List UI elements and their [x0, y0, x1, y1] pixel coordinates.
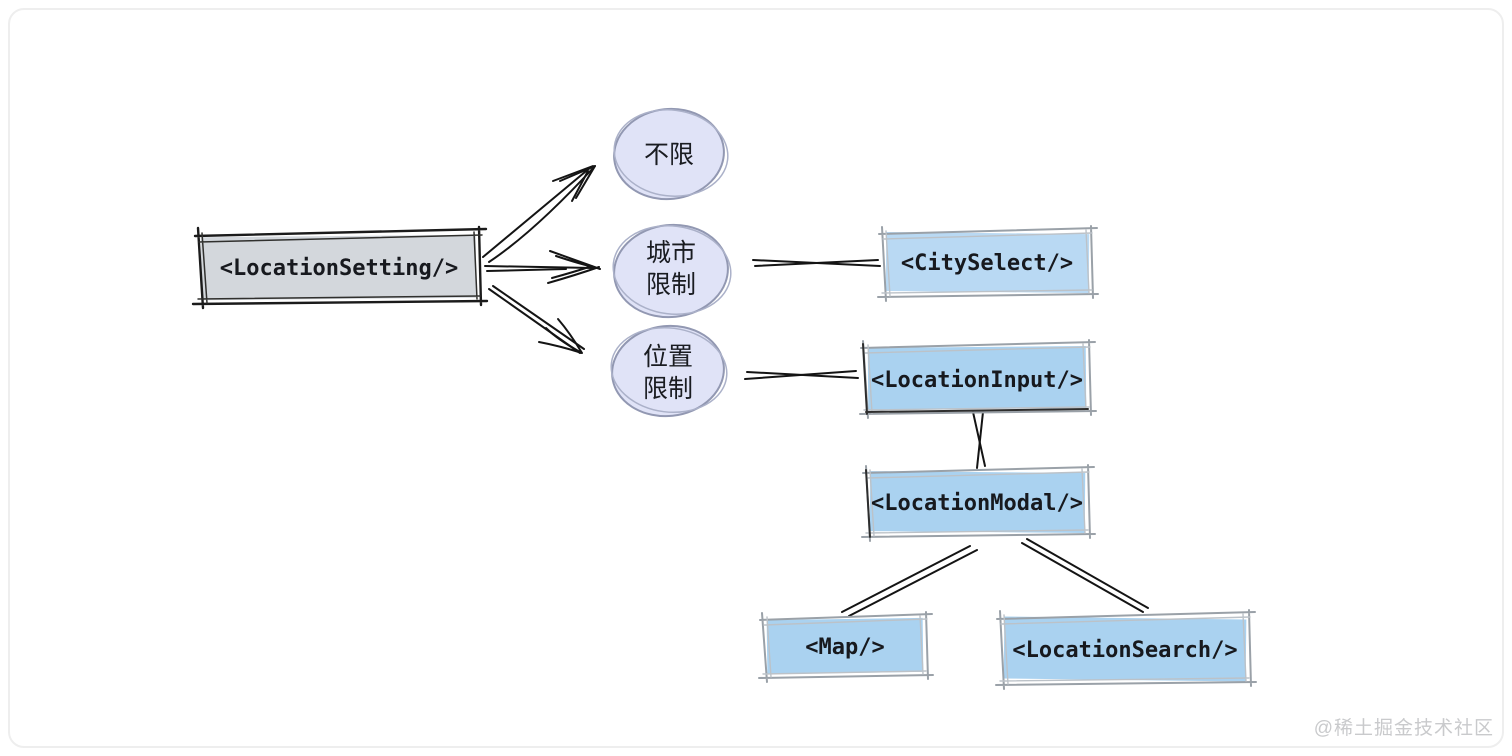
arrow-to-city-limit — [484, 250, 601, 284]
arrow-to-location-limit-shaft2 — [492, 285, 585, 350]
ellipse-option-city-limit-label-line2: 限制 — [646, 271, 696, 299]
node-location-modal: <LocationModal/> — [861, 464, 1096, 542]
node-city-select-outline — [877, 225, 1099, 302]
node-location-setting-outline — [191, 225, 489, 310]
node-city-select-fill — [885, 231, 1090, 294]
node-location-search-label: <LocationSearch/> — [1012, 638, 1237, 663]
node-location-input-accent-stroke — [862, 343, 1089, 415]
ellipse-option-unlimited-label: 不限 — [644, 141, 694, 169]
arrow-to-unlimited-stroke — [552, 165, 594, 182]
edge-locationinput-to-locationmodal — [972, 411, 986, 469]
edge-stroke — [848, 549, 978, 617]
edge-locationmodal-to-locationsearch — [1021, 538, 1149, 613]
node-city-select: <CitySelect/> — [877, 225, 1099, 302]
node-map: <Map/> — [758, 611, 934, 683]
edge-stroke — [754, 259, 879, 267]
node-location-input-outline — [859, 339, 1097, 419]
node-location-setting-label: <LocationSetting/> — [220, 256, 458, 281]
arrow-to-unlimited — [482, 165, 596, 263]
arrow-to-city-limit-head — [547, 250, 601, 284]
arrow-to-location-limit — [488, 285, 585, 354]
ellipse-option-unlimited: 不限 — [613, 107, 729, 201]
arrow-to-unlimited-shaft2 — [488, 165, 596, 263]
node-location-modal-outline2 — [865, 468, 1090, 537]
node-location-modal-accent-stroke — [865, 469, 871, 538]
node-location-setting: <LocationSetting/> — [191, 225, 489, 310]
edge-locationmodal-to-map — [841, 545, 978, 617]
ellipse-option-location-limit-label-line2: 限制 — [643, 375, 693, 403]
node-location-modal-fill — [869, 471, 1086, 533]
ellipse-option-city-limit: 城市 限制 — [612, 223, 732, 319]
arrow-to-unlimited-head — [559, 165, 596, 202]
node-location-input-fill — [867, 346, 1087, 410]
ellipse-option-unlimited-outline2 — [613, 109, 729, 197]
ellipse-option-location-limit-outline2 — [610, 326, 728, 414]
edge-location-limit-to-locationinput — [744, 370, 859, 380]
edge-stroke — [841, 545, 971, 613]
edge-stroke — [976, 411, 984, 469]
edge-stroke — [1021, 542, 1144, 613]
node-location-input: <LocationInput/> — [859, 339, 1097, 419]
arrow-to-city-limit-shaft2 — [486, 268, 567, 272]
node-city-select-label: <CitySelect/> — [901, 251, 1073, 276]
ellipse-option-location-limit-fill — [611, 324, 725, 418]
ellipse-option-city-limit-label-line1: 城市 — [646, 239, 696, 267]
node-location-search-fill — [1003, 616, 1247, 682]
ellipse-option-location-limit-label-line1: 位置 — [643, 343, 693, 371]
node-location-input-outline2 — [863, 343, 1091, 414]
node-location-modal-label: <LocationModal/> — [871, 491, 1083, 516]
edge-stroke — [744, 370, 857, 380]
edge-city-limit-to-cityselect — [752, 259, 881, 267]
node-map-outline2 — [762, 615, 928, 678]
watermark: @稀土掘金技术社区 — [1313, 718, 1494, 739]
node-map-outline — [758, 611, 934, 683]
node-map-fill — [766, 617, 924, 675]
arrow-to-unlimited-shaft — [482, 166, 592, 258]
ellipse-option-city-limit-outline2 — [612, 224, 732, 316]
node-location-setting-fill — [200, 234, 477, 301]
edge-stroke — [1026, 538, 1149, 609]
node-city-select-outline2 — [881, 229, 1093, 297]
arrow-to-city-limit-shaft — [484, 265, 594, 269]
node-location-input-label: <LocationInput/> — [871, 368, 1083, 393]
ellipse-option-location-limit: 位置 限制 — [610, 324, 728, 418]
edge-stroke — [972, 411, 986, 467]
node-location-setting-outline2 — [197, 231, 483, 304]
node-location-modal-outline — [861, 464, 1096, 542]
node-location-search-outline — [995, 609, 1257, 690]
node-location-search: <LocationSearch/> — [995, 609, 1257, 690]
arrow-to-location-limit-head — [538, 318, 583, 354]
node-location-search-outline2 — [999, 613, 1251, 685]
node-map-label: <Map/> — [805, 635, 884, 660]
